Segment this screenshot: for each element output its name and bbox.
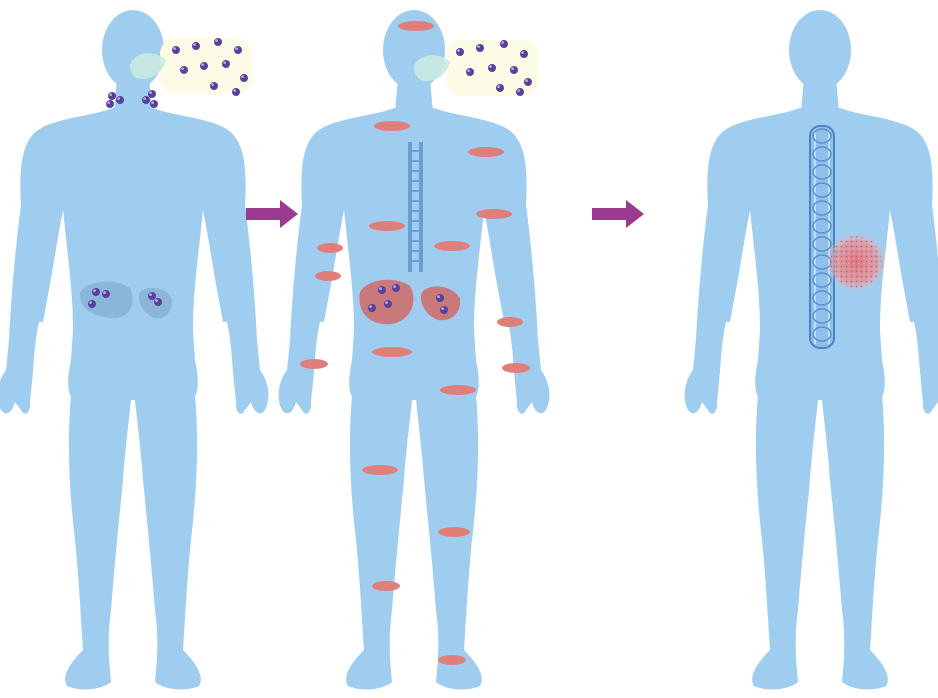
particle [520, 50, 528, 58]
rash-lesion [438, 655, 466, 665]
spine-column [810, 126, 834, 348]
particle [180, 66, 188, 74]
particle [102, 290, 110, 298]
particle [232, 88, 240, 96]
particle [210, 82, 218, 90]
panel-stage-3 [685, 10, 938, 689]
particle [148, 90, 156, 98]
particle [496, 84, 504, 92]
rash-lesion [372, 581, 400, 591]
particle [142, 96, 150, 104]
particle [456, 48, 464, 56]
particle [516, 88, 524, 96]
body-silhouette [0, 10, 268, 689]
particle [200, 62, 208, 70]
particle [222, 60, 230, 68]
particle [88, 300, 96, 308]
panel-stage-2 [279, 10, 550, 689]
rash-lesion [300, 359, 328, 369]
particle [192, 42, 200, 50]
particle [440, 306, 448, 314]
particle [466, 68, 474, 76]
progression-arrow-2 [592, 200, 644, 228]
rash-lesion [434, 241, 470, 251]
particle [92, 288, 100, 296]
back-lesion [826, 232, 886, 292]
particle [384, 300, 392, 308]
rash-lesion [374, 121, 410, 131]
rash-lesion [398, 21, 434, 31]
body-silhouette-back [685, 10, 938, 689]
particle [392, 284, 400, 292]
body-silhouette [279, 10, 550, 689]
particle [240, 74, 248, 82]
particle [500, 40, 508, 48]
particle [368, 304, 376, 312]
rash-lesion [369, 221, 405, 231]
particle [476, 44, 484, 52]
particle [108, 92, 116, 100]
rash-lesion [362, 465, 398, 475]
rash-lesion [317, 243, 343, 253]
particle [150, 100, 158, 108]
particle [488, 64, 496, 72]
rash-lesion [438, 527, 470, 537]
particle [148, 292, 156, 300]
particle [524, 78, 532, 86]
rash-lesion [440, 385, 476, 395]
particle [214, 38, 222, 46]
rash-lesion [497, 317, 523, 327]
rash-lesion [315, 271, 341, 281]
particle [172, 46, 180, 54]
particle [106, 100, 114, 108]
progression-arrow-1 [246, 200, 298, 228]
rash-lesion [468, 147, 504, 157]
rash-lesion [476, 209, 512, 219]
particle [154, 298, 162, 306]
particle [378, 286, 386, 294]
particle [436, 294, 444, 302]
particle [116, 96, 124, 104]
rash-lesion [502, 363, 530, 373]
particle [510, 66, 518, 74]
rash-lesion [372, 347, 412, 357]
panel-stage-1 [0, 10, 268, 689]
particle [234, 46, 242, 54]
